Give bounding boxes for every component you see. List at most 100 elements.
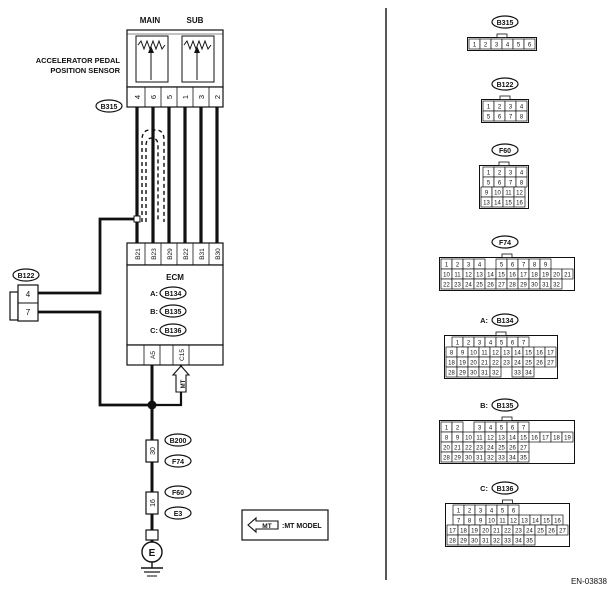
pinout-id: B122 [497, 82, 514, 89]
pinout-pin-number: 16 [509, 273, 516, 279]
sensor-pin-label: 1 [181, 95, 190, 99]
connector-id: F60 [172, 490, 184, 497]
inline-connector [145, 491, 159, 515]
pinout-pin-number: 18 [460, 529, 467, 535]
pinout-pin-number: 34 [525, 371, 532, 377]
pinout-tag [491, 15, 519, 29]
pinout-pin-number: 33 [504, 539, 511, 545]
pinout-tag [491, 77, 519, 91]
pinout-pin-number: 30 [465, 456, 472, 462]
svg-text:MT: MT [262, 523, 271, 530]
pinout-pin-number: 5 [517, 43, 521, 49]
pinout-pin-number: 28 [449, 539, 456, 545]
pinout-pin-number: 17 [449, 529, 456, 535]
pinout-pin-number: 10 [465, 436, 472, 442]
pinout-cell [522, 366, 535, 378]
pinout-pin-number: 29 [520, 283, 527, 289]
pinout-prefix: A: [480, 316, 488, 325]
ecm-connector-id: B136 [165, 328, 182, 335]
pinout-pin-number: 33 [514, 371, 521, 377]
pinout-pin-number: 12 [487, 436, 494, 442]
pinout-latch [501, 416, 513, 421]
pinout-pin-number: 29 [459, 371, 466, 377]
pinout-latch [502, 499, 513, 504]
pinout-pin-number: 17 [520, 273, 527, 279]
pinout-pin-number: 6 [511, 263, 515, 269]
pinout-latch [496, 33, 508, 38]
pinout-id: B315 [497, 20, 514, 27]
pinout-tag [491, 481, 519, 495]
ecm-connector-prefix: C: [150, 326, 158, 335]
pinout-pin-number: 30 [531, 283, 538, 289]
pinout-pin-number: 32 [487, 456, 494, 462]
pinout-pin-number: 25 [537, 529, 544, 535]
pinout-pin-number: 13 [521, 519, 528, 525]
pinout-pin-number: 26 [509, 446, 516, 452]
pinout-pin-number: 21 [564, 273, 571, 279]
pinout-pin-number: 1 [456, 341, 460, 347]
pinout-pin-number: 16 [554, 519, 561, 525]
pinout-latch [501, 253, 513, 258]
mt-arrow-tag: MT [171, 365, 191, 393]
pinout-pin-number: 29 [460, 539, 467, 545]
pinout-pin-number: 13 [476, 273, 483, 279]
ecm-connector-id: B135 [165, 309, 182, 316]
pinout-pin-number: 4 [489, 341, 493, 347]
inline-connector-pin: 30 [150, 447, 157, 455]
pinout-pin-number: 10 [443, 273, 450, 279]
pinout-id: B134 [497, 318, 514, 325]
pinout-tag [491, 143, 519, 157]
pinout-pin-number: 5 [487, 181, 491, 187]
sensor-pin-label: 4 [133, 95, 142, 99]
pinout-pin-number: 23 [515, 529, 522, 535]
connector-tag [164, 485, 192, 499]
pinout-pin-number: 15 [525, 351, 532, 357]
pinout-pin-number: 5 [487, 115, 491, 121]
pinout-pin-number: 11 [505, 191, 512, 197]
wire-splice-point [133, 215, 141, 223]
pinout-pin-number: 4 [520, 171, 524, 177]
pinout-cell [556, 524, 569, 536]
ecm-connector-prefix: B: [150, 307, 158, 316]
pinout-pin-number: 1 [487, 171, 491, 177]
sensor-ecm-wires [135, 107, 219, 243]
pinout-cell [523, 534, 536, 546]
pinout-pin-number: 1 [445, 426, 449, 432]
pinout-pin-number: 27 [498, 283, 505, 289]
connector-tag [164, 454, 192, 468]
pinout-pin-number: 19 [564, 436, 571, 442]
pinout-pin-number: 1 [487, 105, 491, 111]
pinout-cell [550, 278, 563, 290]
inline-connector-pin: 16 [150, 499, 157, 507]
pinout-pin-number: 30 [471, 539, 478, 545]
pinout-pin-number: 8 [520, 181, 524, 187]
figure-code: EN-03838 [571, 577, 608, 586]
pinout-tag [491, 235, 519, 249]
pinout-pin-number: 3 [467, 263, 471, 269]
connector-tag-b315 [95, 99, 123, 113]
pinout-pin-number: 24 [526, 529, 533, 535]
pinout-pin-number: 2 [468, 509, 472, 515]
ecm-top-pin-label: B31 [199, 248, 206, 260]
pinout-pin-number: 33 [498, 456, 505, 462]
pinout-pin-number: 2 [467, 341, 471, 347]
pinout-pin-number: 31 [476, 456, 483, 462]
pinout-pin-number: 15 [543, 519, 550, 525]
pinout-pin-number: 27 [520, 446, 527, 452]
pinout-pin-number: 32 [553, 283, 560, 289]
ecm-connector-prefix: A: [150, 289, 158, 298]
pinout-latch [499, 95, 511, 100]
pinout-pin-number: 3 [495, 43, 499, 49]
pinout-pin-number: 9 [461, 351, 465, 357]
pinout-cell [517, 451, 530, 463]
pinout-pin-number: 6 [498, 181, 502, 187]
pinout-pin-number: 17 [542, 436, 549, 442]
sensor-main-label: MAIN [140, 16, 161, 25]
pinout-pin-number: 1 [445, 263, 449, 269]
pinout-pin-number: 13 [498, 436, 505, 442]
pinout-pin-number: 11 [481, 351, 488, 357]
pinout-pin-number: 35 [520, 456, 527, 462]
pinout-pin-number: 16 [516, 201, 523, 207]
pinout-pin-number: 12 [510, 519, 517, 525]
